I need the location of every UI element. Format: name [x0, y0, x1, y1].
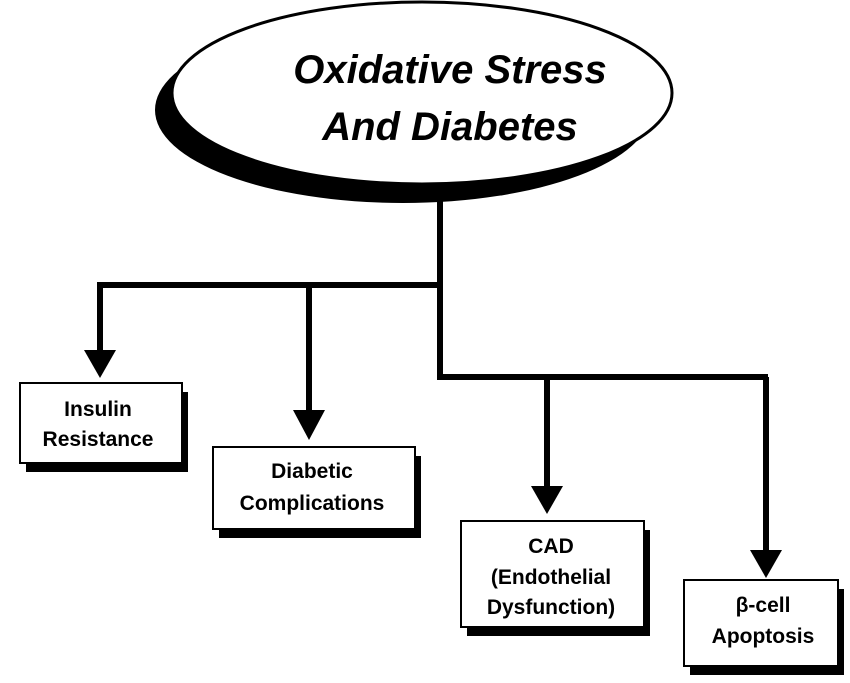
outcome-box: [212, 446, 416, 530]
outcome-line-1: Diabetic: [271, 460, 353, 483]
arrowhead-diabetic: [293, 410, 325, 440]
outcome-line-2: Complications: [240, 492, 385, 515]
outcome-line-1: β-cell: [736, 594, 791, 617]
arrowhead-beta-cell: [750, 550, 782, 578]
outcome-cad: CAD (Endothelial Dysfunction): [460, 520, 650, 636]
outcome-line-2: (Endothelial: [491, 566, 611, 589]
outcome-beta-cell-apoptosis: β-cell Apoptosis: [683, 579, 844, 675]
outcome-line-3: Dysfunction): [487, 596, 615, 619]
outcome-line-2: Resistance: [43, 428, 154, 451]
connectors: [97, 200, 769, 552]
title-ellipse: [170, 0, 674, 186]
title-line-1: Oxidative Stress: [293, 48, 607, 92]
outcome-line-1: Insulin: [64, 398, 132, 421]
arrowhead-cad: [531, 486, 563, 514]
arrowheads: [84, 350, 782, 578]
outcome-diabetic-complications: Diabetic Complications: [212, 446, 421, 538]
arrowhead-insulin: [84, 350, 116, 378]
outcome-box: [460, 520, 645, 628]
outcome-line-1: CAD: [528, 535, 574, 558]
outcome-box: [683, 579, 839, 667]
outcome-line-2: Apoptosis: [712, 625, 815, 648]
title-line-2: And Diabetes: [321, 105, 578, 149]
outcome-box: [19, 382, 183, 464]
title-node: Oxidative Stress And Diabetes: [155, 0, 674, 203]
outcome-insulin-resistance: Insulin Resistance: [19, 382, 188, 472]
